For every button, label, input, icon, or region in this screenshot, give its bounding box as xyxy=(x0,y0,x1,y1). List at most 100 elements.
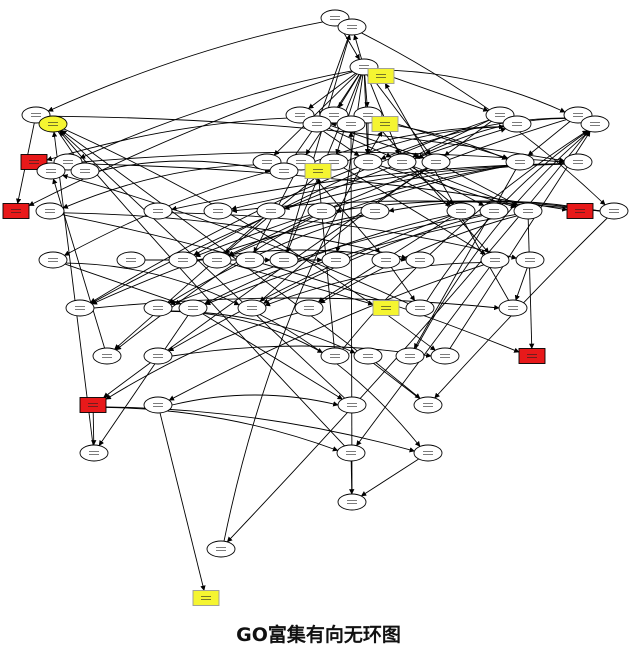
graph-node-ellipse xyxy=(337,18,367,36)
graph-edge xyxy=(264,262,482,307)
graph-edge xyxy=(114,217,264,350)
graph-edge xyxy=(202,313,343,400)
graph-node-box xyxy=(367,68,395,84)
node-layer xyxy=(2,9,629,606)
graph-edge xyxy=(204,214,516,306)
graph-edge xyxy=(62,174,409,305)
graph-node-ellipse xyxy=(79,444,109,462)
graph-node-ellipse xyxy=(35,202,65,220)
graph-edge xyxy=(171,345,432,358)
graph-edge xyxy=(98,160,271,173)
graph-node-ellipse xyxy=(353,153,383,171)
graph-node-box xyxy=(566,203,594,219)
graph-edge xyxy=(79,70,352,159)
graph-node-ellipse xyxy=(65,299,95,317)
graph-node-ellipse xyxy=(479,202,509,220)
graph-node-box xyxy=(372,300,400,316)
graph-edge xyxy=(376,69,566,113)
graph-node-ellipse xyxy=(515,251,545,269)
graph-node-box xyxy=(192,590,220,606)
graph-node-box xyxy=(79,397,107,413)
graph-node-ellipse xyxy=(360,202,390,220)
graph-edge xyxy=(171,394,339,407)
graph-edge xyxy=(98,315,189,446)
graph-node-ellipse xyxy=(405,251,435,269)
graph-edge xyxy=(259,168,429,302)
graph-edge xyxy=(91,412,97,446)
graph-edge xyxy=(414,117,566,160)
graph-edge xyxy=(105,406,339,452)
graph-node-ellipse xyxy=(38,115,68,133)
graph-edge xyxy=(105,312,299,400)
graph-node-ellipse xyxy=(405,299,435,317)
graph-edge xyxy=(360,458,419,497)
graph-node-ellipse xyxy=(371,251,401,269)
graph-node-ellipse xyxy=(38,251,68,269)
graph-node-ellipse xyxy=(446,202,476,220)
graph-edge xyxy=(364,74,370,108)
graph-edge xyxy=(413,169,517,349)
graph-edge xyxy=(81,151,565,165)
graph-node-ellipse xyxy=(178,299,208,317)
graph-node-ellipse xyxy=(413,444,443,462)
graph-node-box xyxy=(518,348,546,364)
graph-node-ellipse xyxy=(237,299,267,317)
graph-edge xyxy=(375,362,421,399)
graph-edge xyxy=(223,131,383,542)
graph-node-ellipse xyxy=(294,299,324,317)
graph-node-ellipse xyxy=(563,153,593,171)
graph-edge xyxy=(90,166,358,304)
graph-edge xyxy=(380,118,509,160)
graph-edge xyxy=(168,215,451,352)
graph-node-ellipse xyxy=(302,115,332,133)
graph-edge xyxy=(335,74,362,155)
graph-edge xyxy=(169,214,482,306)
graph-edge xyxy=(343,23,606,206)
graph-edge xyxy=(63,212,407,260)
graph-edge xyxy=(228,165,508,257)
graph-edge xyxy=(47,21,323,112)
graph-edge xyxy=(273,73,358,156)
graph-edge xyxy=(65,262,240,306)
graph-edge xyxy=(342,130,588,350)
graph-node-ellipse xyxy=(168,251,198,269)
graph-edge xyxy=(285,34,351,253)
graph-node-ellipse xyxy=(387,153,417,171)
graph-edge xyxy=(91,127,507,304)
graph-node-ellipse xyxy=(269,251,299,269)
graph-node-ellipse xyxy=(320,347,350,365)
graph-edge xyxy=(330,126,505,169)
graph-node-ellipse xyxy=(413,396,443,414)
graph-edge xyxy=(335,74,364,253)
graph-edge xyxy=(46,116,321,162)
graph-node-ellipse xyxy=(143,396,173,414)
graph-edge xyxy=(308,73,356,109)
graph-node-ellipse xyxy=(36,162,66,180)
graph-node-ellipse xyxy=(395,347,425,365)
graph-node-ellipse xyxy=(480,251,510,269)
graph-node-ellipse xyxy=(235,251,265,269)
graph-edge xyxy=(415,130,590,349)
graph-edge xyxy=(226,130,590,543)
graph-node-ellipse xyxy=(336,444,366,462)
graph-node-ellipse xyxy=(321,251,351,269)
graph-edge xyxy=(318,34,350,117)
graph-edge xyxy=(64,166,290,256)
graph-node-ellipse xyxy=(505,153,535,171)
graph-edge xyxy=(105,406,415,453)
graph-node-ellipse xyxy=(143,347,173,365)
graph-node-ellipse xyxy=(580,115,610,133)
graph-caption: GO富集有向无环图 xyxy=(236,624,401,646)
graph-node-ellipse xyxy=(92,347,122,365)
graph-node-box xyxy=(371,116,399,132)
graph-edge xyxy=(52,178,106,349)
graph-node-ellipse xyxy=(116,251,146,269)
graph-node-ellipse xyxy=(269,162,299,180)
graph-edge xyxy=(62,164,255,209)
graph-edge xyxy=(193,119,490,256)
graph-edge xyxy=(28,71,353,207)
graph-node-ellipse xyxy=(498,299,528,317)
graph-node-ellipse xyxy=(307,202,337,220)
graph-edge xyxy=(373,121,490,254)
graph-node-ellipse xyxy=(203,202,233,220)
